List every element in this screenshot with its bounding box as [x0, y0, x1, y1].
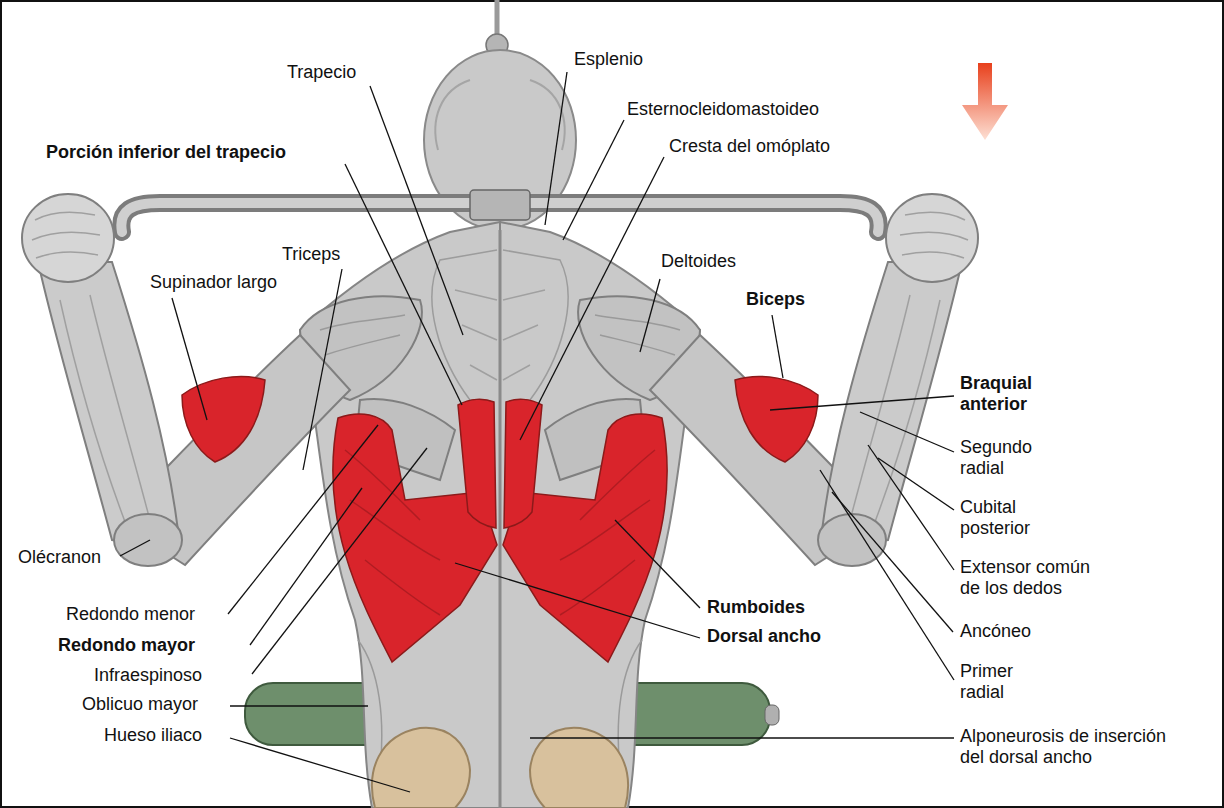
- label-position: Cresta del omóplato: [669, 136, 830, 157]
- muscle-label: Cresta del omóplato: [669, 136, 830, 157]
- muscle-label: Esplenio: [574, 49, 643, 70]
- label-position: Primer radial: [960, 661, 1040, 703]
- muscle-label: Hueso iliaco: [104, 725, 202, 746]
- muscle-label: Supinador largo: [150, 272, 277, 293]
- label-position: Triceps: [282, 244, 340, 265]
- muscle-label: Alponeurosis de inserción del dorsal anc…: [960, 726, 1185, 768]
- muscle-label: Oblicuo mayor: [82, 694, 198, 715]
- muscle-label: Porción inferior del trapecio: [46, 142, 286, 163]
- label-position: Segundo radial: [960, 437, 1060, 479]
- label-position: Dorsal ancho: [707, 626, 821, 647]
- muscle-label: Biceps: [746, 289, 805, 310]
- muscle-label: Dorsal ancho: [707, 626, 821, 647]
- body-half-mirror: [500, 194, 978, 808]
- muscle-label: Olécranon: [18, 547, 101, 568]
- muscle-label: Trapecio: [287, 62, 356, 83]
- muscle-label: Ancóneo: [960, 621, 1031, 642]
- label-position: Extensor común de los dedos: [960, 557, 1102, 599]
- label-position: Infraespinoso: [94, 665, 202, 686]
- label-position: Deltoides: [661, 251, 736, 272]
- label-position: Esplenio: [574, 49, 643, 70]
- muscle-label: Segundo radial: [960, 437, 1060, 479]
- label-position: Olécranon: [18, 547, 101, 568]
- muscle-label: Extensor común de los dedos: [960, 557, 1102, 599]
- muscle-label: Rumboides: [707, 597, 805, 618]
- label-position: Trapecio: [287, 62, 356, 83]
- muscle-label: Deltoides: [661, 251, 736, 272]
- label-position: Hueso iliaco: [104, 725, 202, 746]
- label-position: Esternocleidomastoideo: [627, 99, 819, 120]
- muscle-label: Redondo mayor: [58, 635, 195, 656]
- label-position: Alponeurosis de inserción del dorsal anc…: [960, 726, 1185, 768]
- label-position: Rumboides: [707, 597, 805, 618]
- label-position: Braquial anterior: [960, 373, 1080, 415]
- label-position: Supinador largo: [150, 272, 277, 293]
- muscle-label: Triceps: [282, 244, 340, 265]
- leader-lines: [120, 72, 954, 792]
- body-half: [22, 194, 500, 808]
- label-position: Oblicuo mayor: [82, 694, 198, 715]
- label-position: Redondo mayor: [58, 635, 195, 656]
- muscle-label: Redondo menor: [66, 604, 195, 625]
- muscle-label: Cubital posterior: [960, 497, 1070, 539]
- label-position: Biceps: [746, 289, 805, 310]
- muscle-label: Braquial anterior: [960, 373, 1080, 415]
- muscle-label: Esternocleidomastoideo: [627, 99, 819, 120]
- label-position: Porción inferior del trapecio: [46, 142, 286, 163]
- spine-line: [499, 230, 502, 808]
- muscle-label: Infraespinoso: [94, 665, 202, 686]
- direction-arrow: [962, 63, 1008, 140]
- label-position: Redondo menor: [66, 604, 195, 625]
- muscle-label: Primer radial: [960, 661, 1040, 703]
- label-position: Cubital posterior: [960, 497, 1070, 539]
- label-position: Ancóneo: [960, 621, 1031, 642]
